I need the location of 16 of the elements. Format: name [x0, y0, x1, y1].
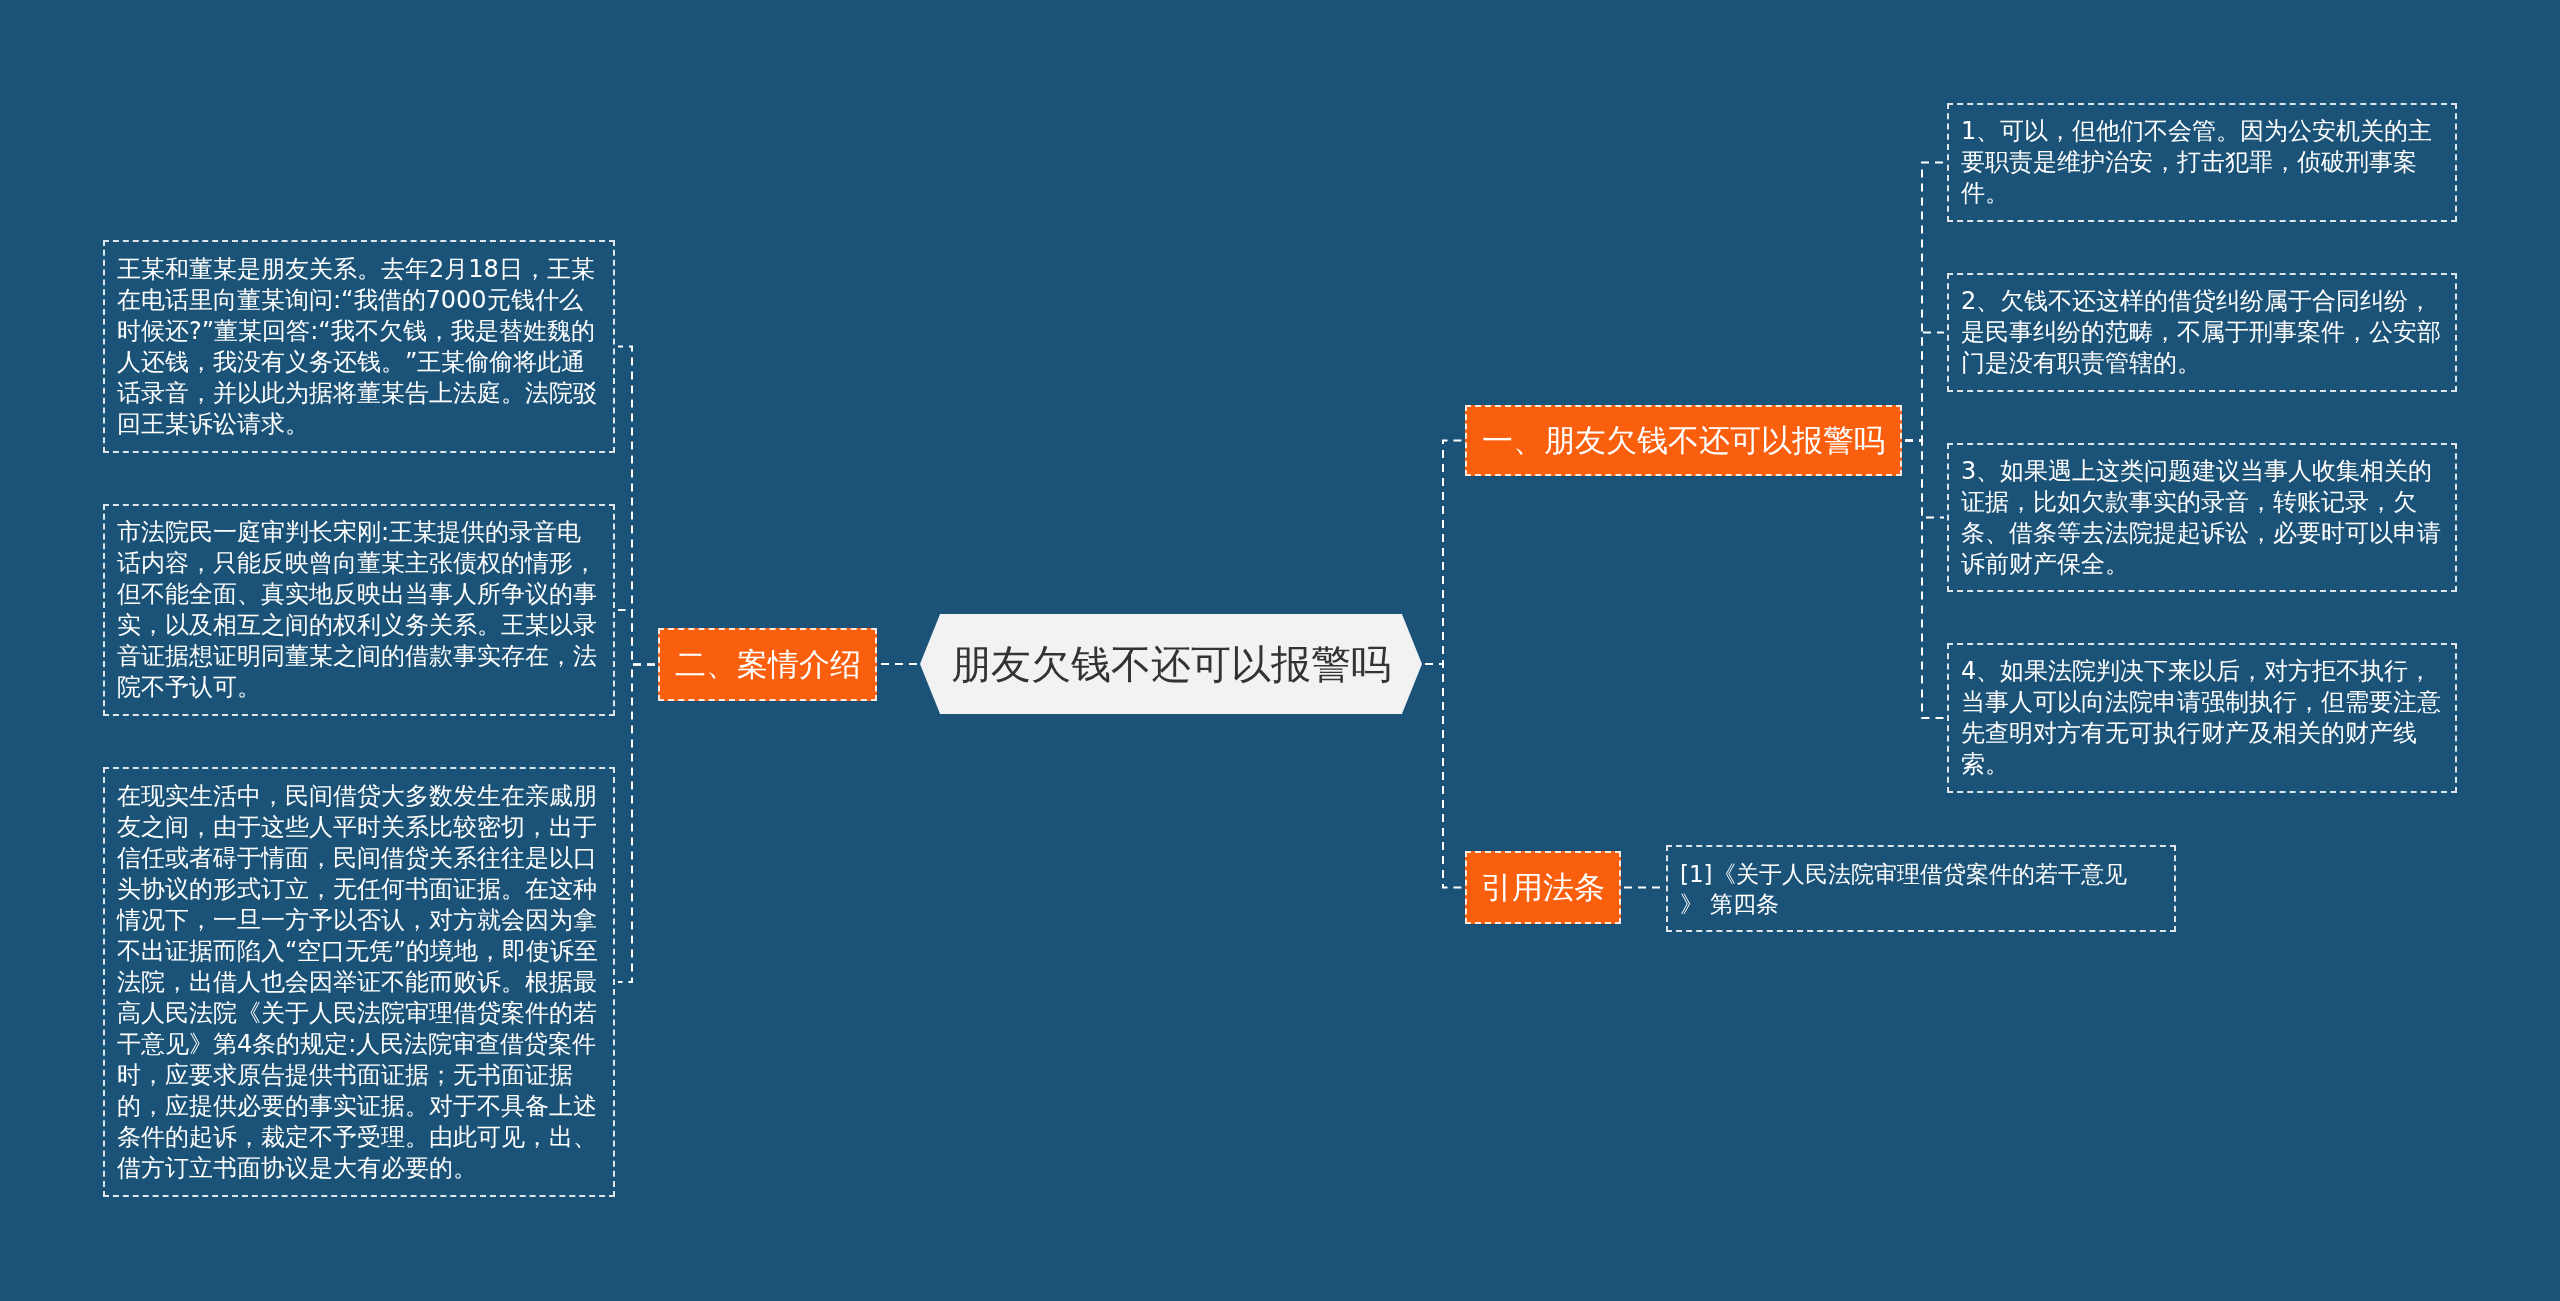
connector-line	[1904, 439, 1945, 719]
topic-box: 二、案情介绍	[658, 628, 877, 701]
text-box: [1]《关于人民法院审理借贷案件的若干意见》 第四条	[1666, 845, 2176, 932]
connector-line	[879, 663, 918, 665]
connector-line	[1424, 663, 1463, 889]
topic-box: 一、朋友欠钱不还可以报警吗	[1465, 405, 1902, 476]
text-box: 1、可以，但他们不会管。因为公安机关的主要职责是维护治安，打击犯罪，侦破刑事案件。	[1947, 103, 2457, 222]
text-box: 市法院民一庭审判长宋刚:王某提供的录音电话内容，只能反映曾向董某主张债权的情形，但不能全面、真实地反映出当事人所争议的事实，以及相互之间的权利义务关系。王某以录音证据想证明同董某之间的借款事实存在，法院不予认可。	[103, 504, 615, 716]
text-box: 3、如果遇上这类问题建议当事人收集相关的证据，比如欠款事实的录音，转账记录，欠条、借条等去法院提起诉讼，必要时可以申请诉前财产保全。	[1947, 443, 2457, 592]
topic-box: 引用法条	[1465, 851, 1621, 924]
text-box: 4、如果法院判决下来以后，对方拒不执行，当事人可以向法院申请强制执行，但需要注意先查明对方有无可执行财产及相关的财产线索。	[1947, 643, 2457, 793]
text-box: 在现实生活中，民间借贷大多数发生在亲戚朋友之间，由于这些人平时关系比较密切，出于信任或者碍于情面，民间借贷关系往往是以口头协议的形式订立，无任何书面证据。在这种情况下，一旦一方予以否认，对方就会因为拿不出证据而陷入“空口无凭”的境地，即使诉至法院，出借人也会因举证不能而败诉。根据最高人民法院《关于人民法院审理借贷案件的若干意见》第4条的规定:人民法院审查借贷案件时，应要求原告提供书面证据；无书面证据的，应提供必要的事实证据。对于不具备上述条件的起诉，裁定不予受理。由此可见，出、借方订立书面协议是大有必要的。	[103, 767, 615, 1197]
text-box: 王某和董某是朋友关系。去年2月18日，王某在电话里向董某询问:“我借的7000元钱什么时候还?”董某回答:“我不欠钱，我是替姓魏的人还钱，我没有义务还钱。”王某偷偷将此通话录音，并以此为据将董某告上法庭。法院驳回王某诉讼请求。	[103, 240, 615, 453]
text-box: 2、欠钱不还这样的借贷纠纷属于合同纠纷，是民事纠纷的范畴，不属于刑事案件，公安部门是没有职责管辖的。	[1947, 273, 2457, 392]
central-topic: 朋友欠钱不还可以报警吗	[920, 614, 1422, 714]
connector-line	[617, 663, 656, 983]
